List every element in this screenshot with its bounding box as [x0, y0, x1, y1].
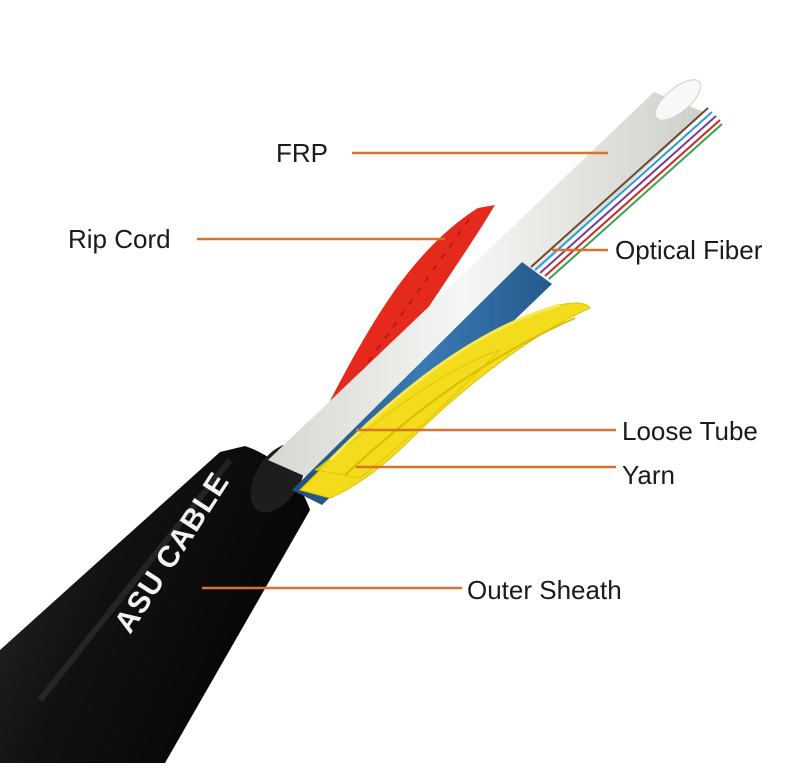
- label-yarn: Yarn: [622, 460, 675, 490]
- yarn-shape: [299, 302, 591, 499]
- frp-shape: [268, 79, 704, 482]
- label-outer-sheath: Outer Sheath: [467, 575, 622, 605]
- optical-fiber-shape: [530, 107, 723, 280]
- label-optical-fiber: Optical Fiber: [615, 235, 763, 265]
- label-frp: FRP: [276, 138, 328, 168]
- leader-lines: [197, 151, 616, 590]
- label-rip-cord: Rip Cord: [68, 224, 171, 254]
- label-loose-tube: Loose Tube: [622, 416, 758, 446]
